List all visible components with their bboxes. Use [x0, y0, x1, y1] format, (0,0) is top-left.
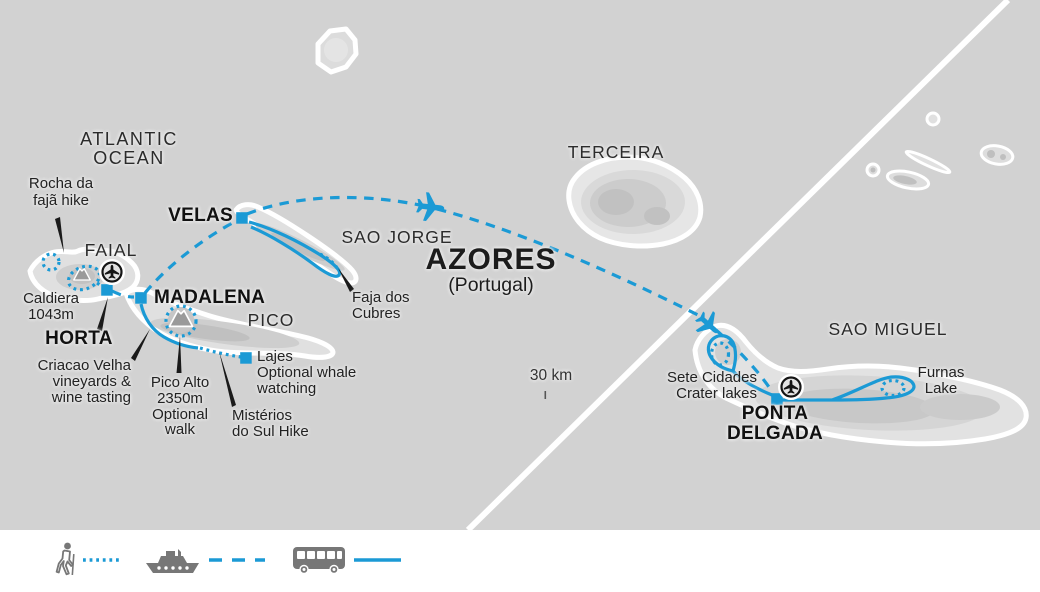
island-terceira [566, 154, 704, 249]
route-walk-faja-cubres [319, 252, 339, 269]
annotation-caldiera: Caldiera 1043m [23, 290, 79, 323]
island-label-terceira: TERCEIRA [567, 142, 665, 162]
island-graciosa [315, 26, 359, 75]
legend [55, 542, 401, 576]
route-walk-pico-alto-loop [164, 304, 198, 338]
marker-madalena [135, 292, 147, 304]
scale-tick [544, 391, 547, 399]
annotation-criacao: Criacao Velha vineyards & wine tasting [37, 357, 131, 406]
airport-icon-ponta-delgada [778, 374, 804, 400]
airport-icons [99, 259, 804, 400]
town-label-velas: VELAS [168, 205, 233, 226]
plane-icon [416, 192, 445, 221]
route-walk-misterios [199, 346, 242, 359]
route-ferry-velas-east [246, 195, 425, 216]
town-label-madalena: MADALENA [154, 287, 266, 308]
volcano-icons [73, 268, 194, 328]
ocean-label: ATLANTIC OCEAN [80, 130, 178, 168]
town-label-ponta-delgada: PONTA DELGADA [727, 404, 823, 443]
route-bus-sete-connector [731, 369, 773, 397]
annotation-furnas: Furnas Lake [917, 364, 965, 397]
hiker-icon [55, 542, 75, 576]
island-label-pico: PICO [247, 310, 295, 330]
marker-lajes [240, 352, 252, 364]
airport-icon-horta [99, 259, 125, 285]
island-label-sao-miguel: SAO MIGUEL [828, 319, 948, 339]
ponta-delgada-line2: DELGADA [726, 422, 824, 444]
pointer-horta [97, 297, 108, 331]
plane-icon [695, 311, 719, 334]
annotation-sete-cidades: Sete Cidades Crater lakes [666, 369, 757, 402]
route-walk-furnas [880, 378, 906, 398]
pointer-faja [338, 268, 354, 292]
marker-horta [101, 284, 113, 296]
town-label-horta: HORTA [45, 328, 113, 349]
volcano-icon-pico-alto [168, 309, 194, 328]
ponta-delgada-line1: PONTA [741, 403, 809, 424]
legend-strip [0, 530, 1040, 592]
flight-planes [416, 192, 719, 334]
bus-icon [293, 547, 345, 575]
route-bus-sao-jorge [248, 220, 342, 278]
ferry-icon [146, 549, 199, 573]
scale-label: 30 km [529, 367, 573, 384]
annotation-faja: Faja dos Cubres [352, 289, 410, 322]
pointer-criacao [131, 329, 150, 361]
map-divider-line [465, 0, 1011, 533]
route-bus-group [139, 220, 916, 402]
marker-ponta-delgada [771, 393, 783, 405]
route-bus-pico [139, 303, 199, 350]
label-pointers [55, 217, 354, 407]
pointer-rocha [55, 217, 64, 253]
route-ferry-mid [436, 207, 701, 318]
island-sao-jorge [233, 202, 359, 286]
pointer-misterios [219, 351, 236, 407]
town-markers [101, 212, 783, 405]
pointer-pico-alto [176, 336, 182, 373]
annotation-rocha: Rocha da fajã hike [28, 175, 94, 209]
island-label-faial: FAIAL [84, 240, 138, 260]
route-bus-sete-loop [706, 334, 738, 373]
route-walk-rocha-loop [41, 252, 61, 272]
annotation-pico-alto: Pico Alto 2350m Optional walk [150, 374, 210, 439]
annotation-lajes: Lajes Optional whale watching [257, 348, 357, 397]
volcano-icon-caldiera [73, 268, 91, 281]
annotation-misterios: Mistérios do Sul Hike [232, 407, 309, 440]
ocean-label-line1: ATLANTIC [80, 129, 178, 149]
route-walk-sete-cidades [709, 341, 731, 367]
archipelago-label: AZORES [425, 243, 557, 276]
archipelago-sublabel: (Portugal) [448, 274, 534, 296]
marker-velas [236, 212, 248, 224]
ocean-label-line2: OCEAN [93, 148, 165, 168]
route-bus-furnas-loop [780, 375, 916, 402]
island-label-sao-jorge: SAO JORGE [341, 227, 453, 247]
islands-eastern-group [865, 111, 1015, 191]
route-ferry-horta-madalena [111, 289, 135, 299]
route-ferry-madalena-velas [143, 219, 237, 295]
